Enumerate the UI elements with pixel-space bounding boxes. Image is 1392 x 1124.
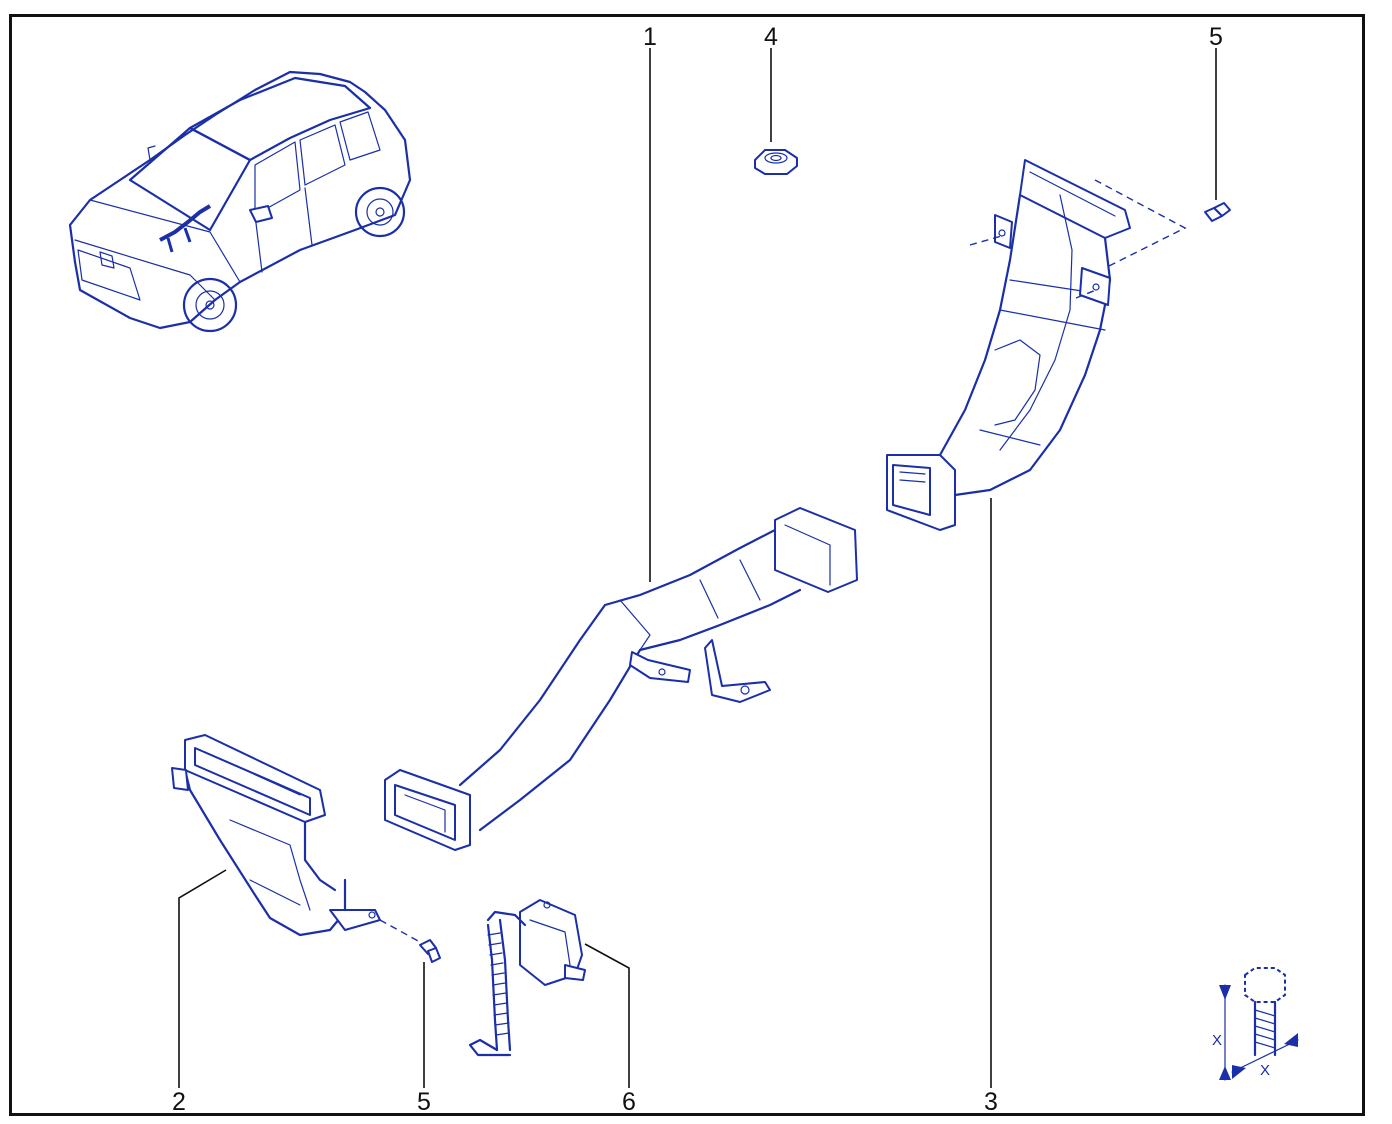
torque-specification-icon: X X (1212, 967, 1299, 1081)
torque-label-length: X (1212, 1032, 1222, 1049)
diagram-frame (9, 14, 1365, 1116)
callout-3: 3 (984, 1088, 998, 1116)
part-5-bolt-bottom (419, 939, 441, 963)
part-2-fastener-guide (379, 919, 421, 943)
part-2-left-duct (171, 734, 381, 937)
vehicle-location-icon (68, 70, 412, 333)
callout-4: 4 (764, 23, 778, 51)
part-3-right-duct (886, 159, 1131, 531)
part-3-tab-guide-2 (1075, 289, 1097, 299)
callout-1: 1 (643, 23, 657, 51)
torque-label-angle: X (1260, 1062, 1270, 1079)
part-4-nut (754, 149, 798, 175)
callout-2: 2 (172, 1088, 186, 1116)
callout-5-top: 5 (1209, 23, 1223, 51)
part-1-center-duct (384, 507, 858, 851)
part-6-hose (468, 899, 586, 1057)
leader-lines (178, 48, 1217, 1088)
callout-6: 6 (622, 1088, 636, 1116)
part-3-tab-guide (969, 234, 1006, 246)
part-3-fastener-guide (1094, 179, 1187, 269)
callout-5-bottom: 5 (417, 1088, 431, 1116)
part-5-bolt-top (1204, 202, 1231, 222)
